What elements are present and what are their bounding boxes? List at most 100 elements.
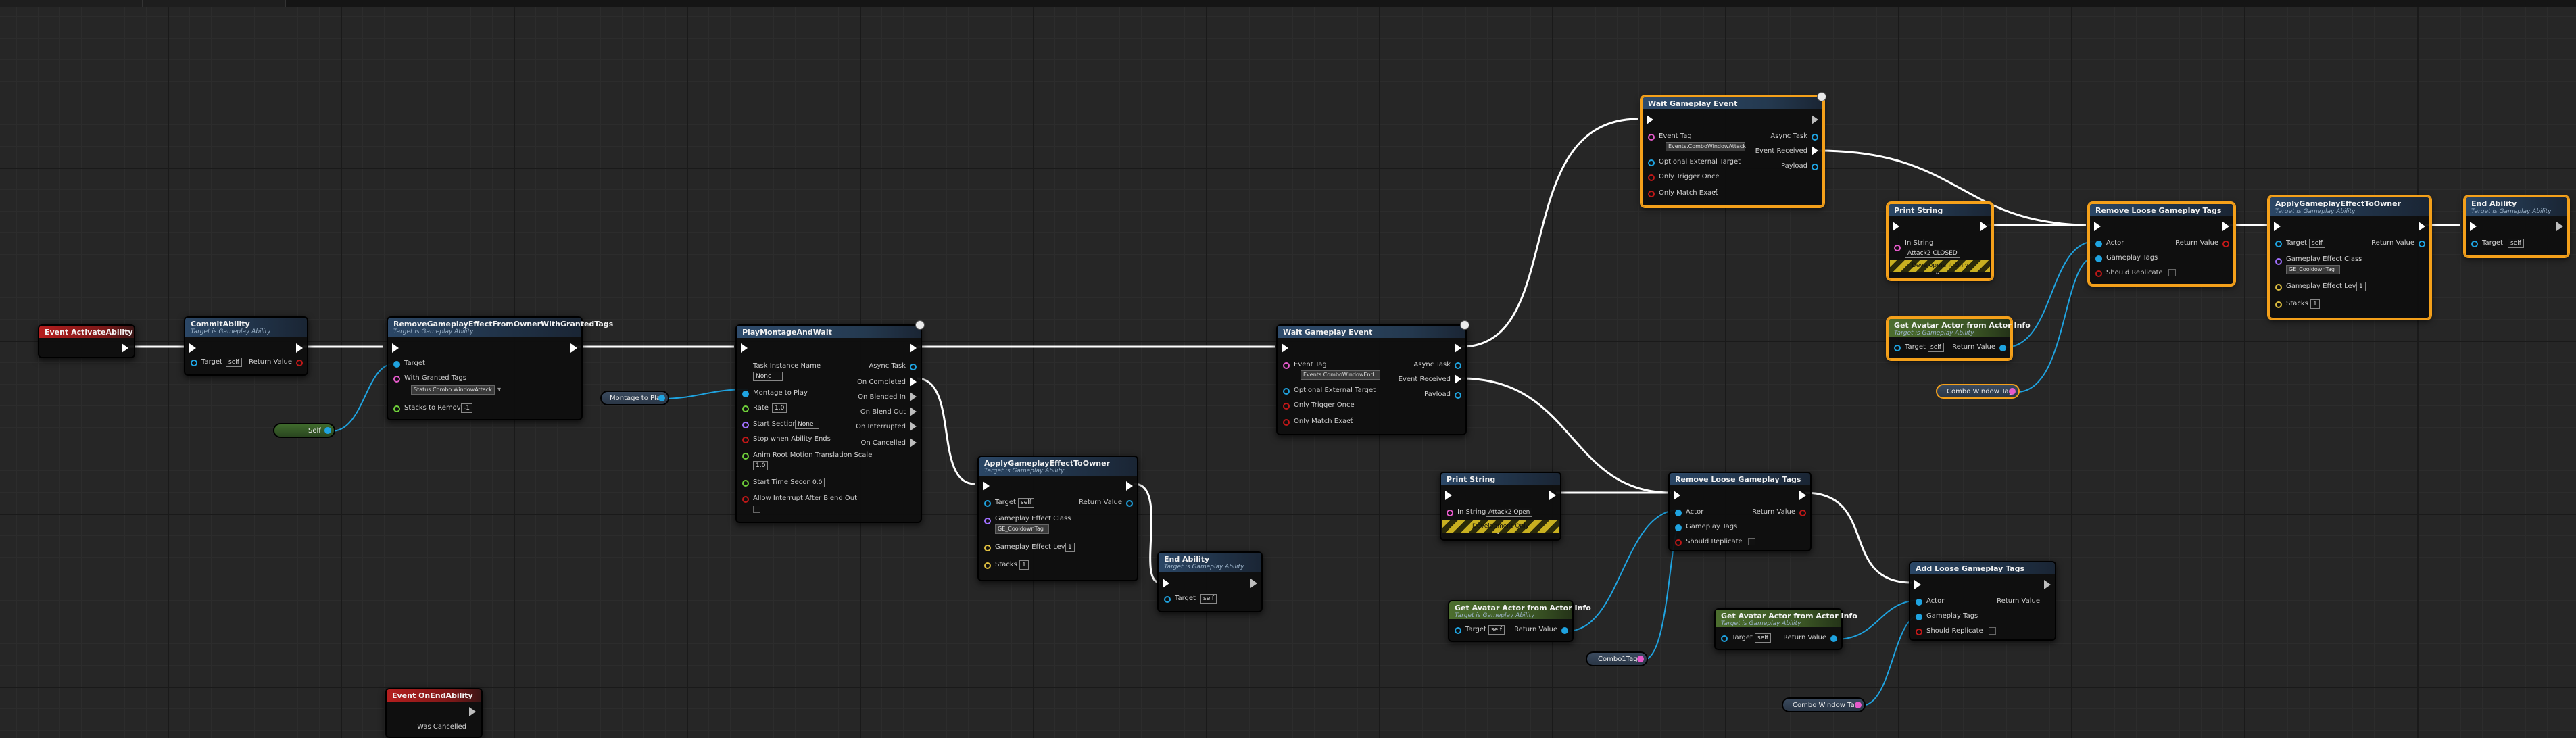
target-pin[interactable] bbox=[191, 360, 197, 366]
should-replicate-checkbox[interactable] bbox=[2168, 269, 2176, 276]
actor-pin[interactable] bbox=[2095, 241, 2102, 247]
root-motion-field[interactable]: 1.0 bbox=[753, 461, 769, 470]
exec-out-pin[interactable] bbox=[1250, 579, 1257, 588]
task-instance-field[interactable]: None bbox=[753, 372, 783, 381]
montage-pin[interactable] bbox=[742, 391, 749, 397]
stacks-field[interactable]: 1 bbox=[1019, 560, 1029, 570]
payload-pin[interactable] bbox=[1455, 392, 1461, 399]
match-exact-pin[interactable] bbox=[1648, 191, 1655, 197]
target-pin[interactable] bbox=[2471, 241, 2478, 247]
level-field[interactable]: 1 bbox=[1065, 543, 1075, 552]
gameplay-tags-pin[interactable] bbox=[2095, 255, 2102, 262]
target-pin[interactable] bbox=[2275, 241, 2282, 247]
target-field[interactable]: self bbox=[2309, 239, 2325, 248]
level-field[interactable]: 1 bbox=[2356, 282, 2366, 291]
tag-output-pin[interactable] bbox=[1855, 702, 1862, 708]
return-value-pin[interactable] bbox=[2419, 241, 2425, 247]
exec-out-pin[interactable] bbox=[910, 377, 917, 387]
event-tag-chip[interactable]: Events.ComboWindowAttack bbox=[1666, 142, 1746, 151]
target-pin[interactable] bbox=[1894, 345, 1901, 351]
exec-in-pin[interactable] bbox=[2470, 222, 2477, 231]
start-section-field[interactable]: None bbox=[795, 420, 819, 429]
exec-out-pin[interactable] bbox=[1812, 115, 1818, 124]
rate-field[interactable]: 1.0 bbox=[772, 403, 787, 413]
stop-pin[interactable] bbox=[742, 437, 749, 443]
combo-window-tag-variable-node[interactable]: Combo Window Tag bbox=[1936, 384, 2020, 399]
actor-pin[interactable] bbox=[1916, 599, 1922, 606]
target-field[interactable]: self bbox=[226, 358, 242, 367]
stacks-pin[interactable] bbox=[393, 405, 400, 412]
tag-output-pin[interactable] bbox=[1637, 656, 1644, 662]
ge-class-dropdown[interactable]: GE_CooldownTag bbox=[2286, 265, 2340, 274]
target-pin[interactable] bbox=[1721, 635, 1728, 642]
editor-tab[interactable] bbox=[0, 0, 143, 7]
allow-interrupt-pin[interactable] bbox=[742, 496, 749, 503]
exec-out-pin[interactable] bbox=[2556, 222, 2563, 231]
optional-target-pin[interactable] bbox=[1283, 388, 1290, 395]
combo-window-tag-variable-node[interactable]: Combo Window Tag bbox=[1782, 697, 1866, 712]
exec-out-pin[interactable] bbox=[1455, 343, 1461, 353]
checkmark-icon[interactable]: ✓ bbox=[1713, 188, 1719, 195]
exec-out-pin[interactable] bbox=[2419, 222, 2425, 231]
target-field[interactable]: self bbox=[1488, 625, 1505, 635]
stacks-field[interactable]: 1 bbox=[2310, 299, 2320, 309]
event-tag-chip[interactable]: Events.ComboWindowEnd bbox=[1301, 370, 1380, 380]
event-on-end-ability-node[interactable]: Event OnEndAbility Was Cancelled bbox=[385, 688, 483, 738]
exec-in-pin[interactable] bbox=[1163, 579, 1169, 588]
chevron-down-icon[interactable]: ⌄ bbox=[1495, 528, 1501, 536]
should-replicate-checkbox[interactable] bbox=[1989, 627, 1996, 635]
match-exact-pin[interactable] bbox=[1283, 419, 1290, 426]
stacks-pin[interactable] bbox=[2275, 301, 2282, 308]
event-tag-pin[interactable] bbox=[1648, 134, 1655, 141]
return-value-pin[interactable] bbox=[2222, 241, 2229, 247]
ge-class-pin[interactable] bbox=[984, 518, 991, 524]
event-tag-pin[interactable] bbox=[1283, 362, 1290, 369]
exec-in-pin[interactable] bbox=[983, 481, 990, 491]
actor-pin[interactable] bbox=[1675, 510, 1682, 516]
chevron-down-icon[interactable]: ▾ bbox=[497, 386, 502, 393]
target-field[interactable]: self bbox=[1018, 498, 1034, 508]
in-string-pin[interactable] bbox=[1447, 510, 1453, 516]
exec-in-pin[interactable] bbox=[392, 343, 399, 353]
target-pin[interactable] bbox=[984, 500, 991, 507]
start-time-pin[interactable] bbox=[742, 480, 749, 487]
exec-out-pin[interactable] bbox=[1126, 481, 1133, 491]
ge-class-dropdown[interactable]: GE_CooldownTag bbox=[995, 524, 1049, 534]
target-field[interactable]: self bbox=[2508, 239, 2524, 248]
start-time-field[interactable]: 0.0 bbox=[810, 478, 825, 487]
self-variable-node[interactable]: Self bbox=[273, 423, 335, 438]
checkmark-icon[interactable]: ✓ bbox=[1348, 416, 1354, 424]
exec-out-pin[interactable] bbox=[570, 343, 577, 353]
exec-in-pin[interactable] bbox=[2094, 222, 2101, 231]
exec-in-pin[interactable] bbox=[1893, 222, 1899, 231]
should-replicate-pin[interactable] bbox=[2095, 270, 2102, 277]
should-replicate-pin[interactable] bbox=[1916, 629, 1922, 635]
granted-tags-pin[interactable] bbox=[393, 376, 400, 383]
play-montage-and-wait-node[interactable]: PlayMontageAndWait Task Instance Name No… bbox=[735, 320, 925, 523]
return-value-pin[interactable] bbox=[1561, 627, 1568, 634]
target-pin[interactable] bbox=[393, 361, 400, 368]
chevron-down-icon[interactable]: ⌄ bbox=[1935, 269, 1941, 276]
wait-gameplay-event-node[interactable]: Wait Gameplay Event Event Tag Events.Com… bbox=[1276, 320, 1469, 435]
exec-out-pin[interactable] bbox=[469, 707, 476, 716]
payload-pin[interactable] bbox=[1812, 164, 1818, 170]
exec-out-pin[interactable] bbox=[910, 392, 917, 401]
level-pin[interactable] bbox=[2275, 284, 2282, 291]
level-pin[interactable] bbox=[984, 545, 991, 551]
exec-in-pin[interactable] bbox=[1647, 115, 1653, 124]
target-field[interactable]: self bbox=[1928, 343, 1944, 352]
tag-output-pin[interactable] bbox=[2009, 388, 2016, 395]
exec-out-pin[interactable] bbox=[296, 343, 303, 353]
exec-out-pin[interactable] bbox=[2222, 222, 2229, 231]
exec-in-pin[interactable] bbox=[1282, 343, 1288, 353]
async-task-pin[interactable] bbox=[910, 364, 917, 370]
exec-in-pin[interactable] bbox=[1914, 580, 1921, 589]
trigger-once-pin[interactable] bbox=[1283, 403, 1290, 410]
target-pin[interactable] bbox=[1455, 627, 1461, 634]
target-field[interactable]: self bbox=[1200, 594, 1217, 604]
in-string-field[interactable]: Attack2 CLOSED bbox=[1905, 249, 1960, 258]
